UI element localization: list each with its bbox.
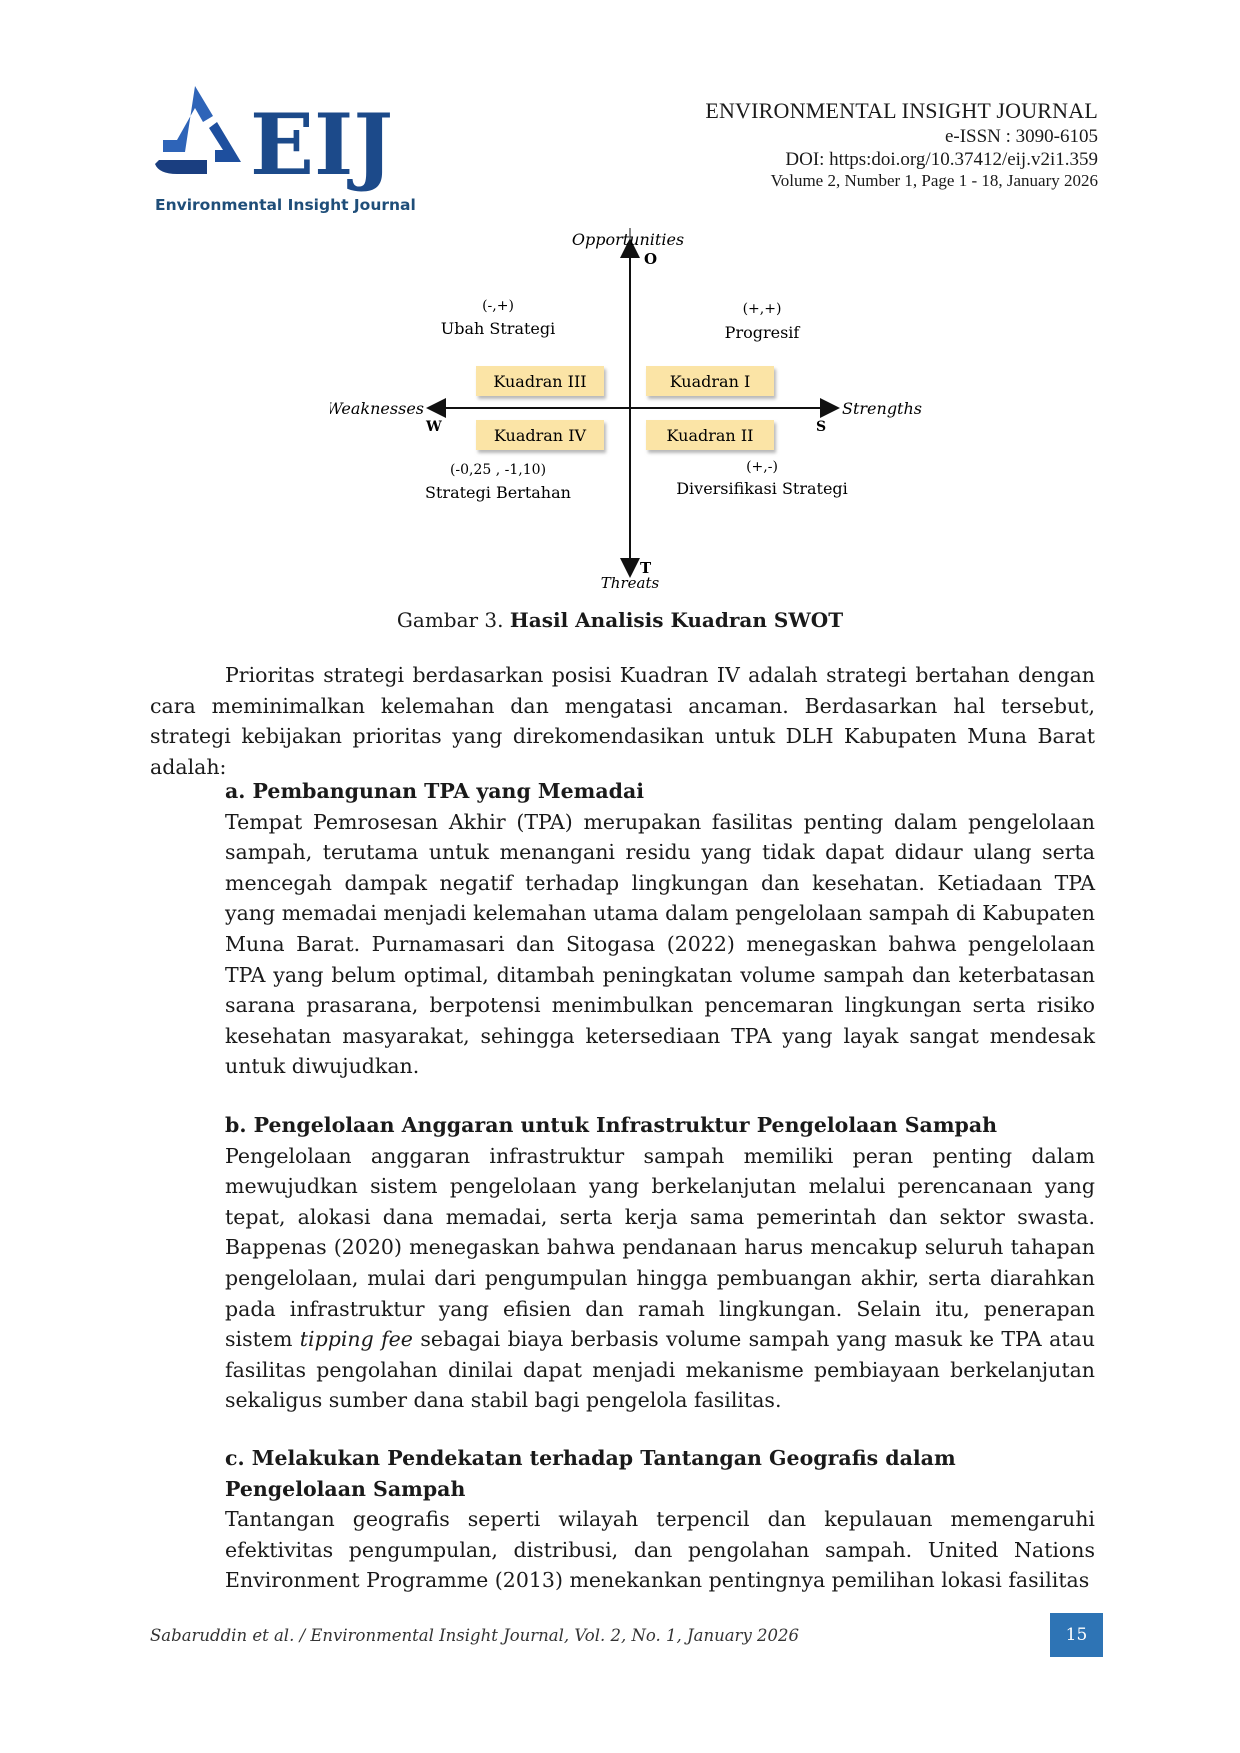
axis-letter-o: O	[644, 250, 657, 268]
section-a-body: Tempat Pemrosesan Akhir (TPA) merupakan …	[225, 809, 1095, 1079]
page-number: 15	[1050, 1613, 1103, 1657]
logo-subtitle: Environmental Insight Journal	[155, 196, 416, 214]
q3-box	[476, 366, 604, 396]
q1-box	[646, 366, 774, 396]
section-c: c. Melakukan Pendekatan terhadap Tantang…	[225, 1443, 1095, 1596]
intro-paragraph: Prioritas strategi berdasarkan posisi Ku…	[150, 663, 1095, 779]
q4-box-label: Kuadran IV	[494, 426, 587, 445]
section-b-body: Pengelolaan anggaran infrastruktur sampa…	[225, 1141, 1095, 1416]
footer-citation: Sabaruddin et al. / Environmental Insigh…	[150, 1626, 800, 1645]
journal-header: ENVIRONMENTAL INSIGHT JOURNAL e-ISSN : 3…	[705, 98, 1098, 192]
figure-caption: Gambar 3. Hasil Analisis Kuadran SWOT	[0, 608, 1240, 632]
q1-sign: (+,+)	[743, 301, 782, 317]
section-a: a. Pembangunan TPA yang Memadai Tempat P…	[225, 776, 1095, 1082]
q2-sign: (+,-)	[746, 459, 778, 475]
axis-letter-s: S	[816, 419, 826, 435]
axis-label-threats: Threats	[601, 574, 660, 592]
q4-box	[476, 420, 604, 450]
eij-logo-icon: EIJ	[155, 86, 393, 194]
section-c-heading: c. Melakukan Pendekatan terhadap Tantang…	[225, 1446, 956, 1501]
journal-logo: EIJ Environmental Insight Journal	[155, 78, 416, 228]
axis-label-opportunities: Opportunities	[572, 230, 684, 249]
caption-prefix: Gambar 3.	[396, 608, 504, 632]
eissn: e-ISSN : 3090-6105	[944, 125, 1098, 147]
q3-box-label: Kuadran III	[493, 372, 586, 391]
section-c-body: Tantangan geografis seperti wilayah terp…	[225, 1507, 1095, 1593]
caption-title: Hasil Analisis Kuadran SWOT	[509, 608, 844, 632]
section-b-heading: b. Pengelolaan Anggaran untuk Infrastruk…	[225, 1113, 998, 1137]
q2-box-label: Kuadran II	[667, 426, 754, 445]
q1-box-label: Kuadran I	[670, 372, 751, 391]
axis-label-strengths: Strengths	[842, 399, 922, 418]
q2-label: Diversifikasi Strategi	[676, 479, 848, 498]
axis-letter-w: W	[425, 419, 442, 435]
section-a-heading: a. Pembangunan TPA yang Memadai	[225, 779, 645, 803]
q4-sign: (-0,25 , -1,10)	[450, 462, 546, 478]
section-b-body-2: sebagai biaya berbasis volume sampah yan…	[225, 1327, 1095, 1413]
q4-label: Strategi Bertahan	[425, 483, 571, 502]
volume-info: Volume 2, Number 1, Page 1 - 18, January…	[770, 171, 1098, 191]
axis-label-weaknesses: Weaknesses	[330, 399, 424, 418]
q1-label: Progresif	[725, 323, 801, 342]
logo-letters: EIJ	[250, 95, 393, 194]
doi: DOI: https:doi.org/10.37412/eij.v2i1.359	[785, 149, 1098, 170]
q3-sign: (-,+)	[482, 298, 514, 314]
q3-label: Ubah Strategi	[441, 319, 556, 338]
journal-title: ENVIRONMENTAL INSIGHT JOURNAL	[705, 98, 1098, 123]
section-b-italic-term: tipping fee	[299, 1327, 413, 1352]
q2-box	[646, 420, 774, 450]
axis-letter-t: T	[640, 559, 652, 577]
section-b-body-1: Pengelolaan anggaran infrastruktur sampa…	[225, 1143, 1095, 1352]
swot-quadrant-diagram: Opportunities O Threats T Weaknesses W S…	[330, 228, 922, 592]
section-b: b. Pengelolaan Anggaran untuk Infrastruk…	[225, 1110, 1095, 1416]
